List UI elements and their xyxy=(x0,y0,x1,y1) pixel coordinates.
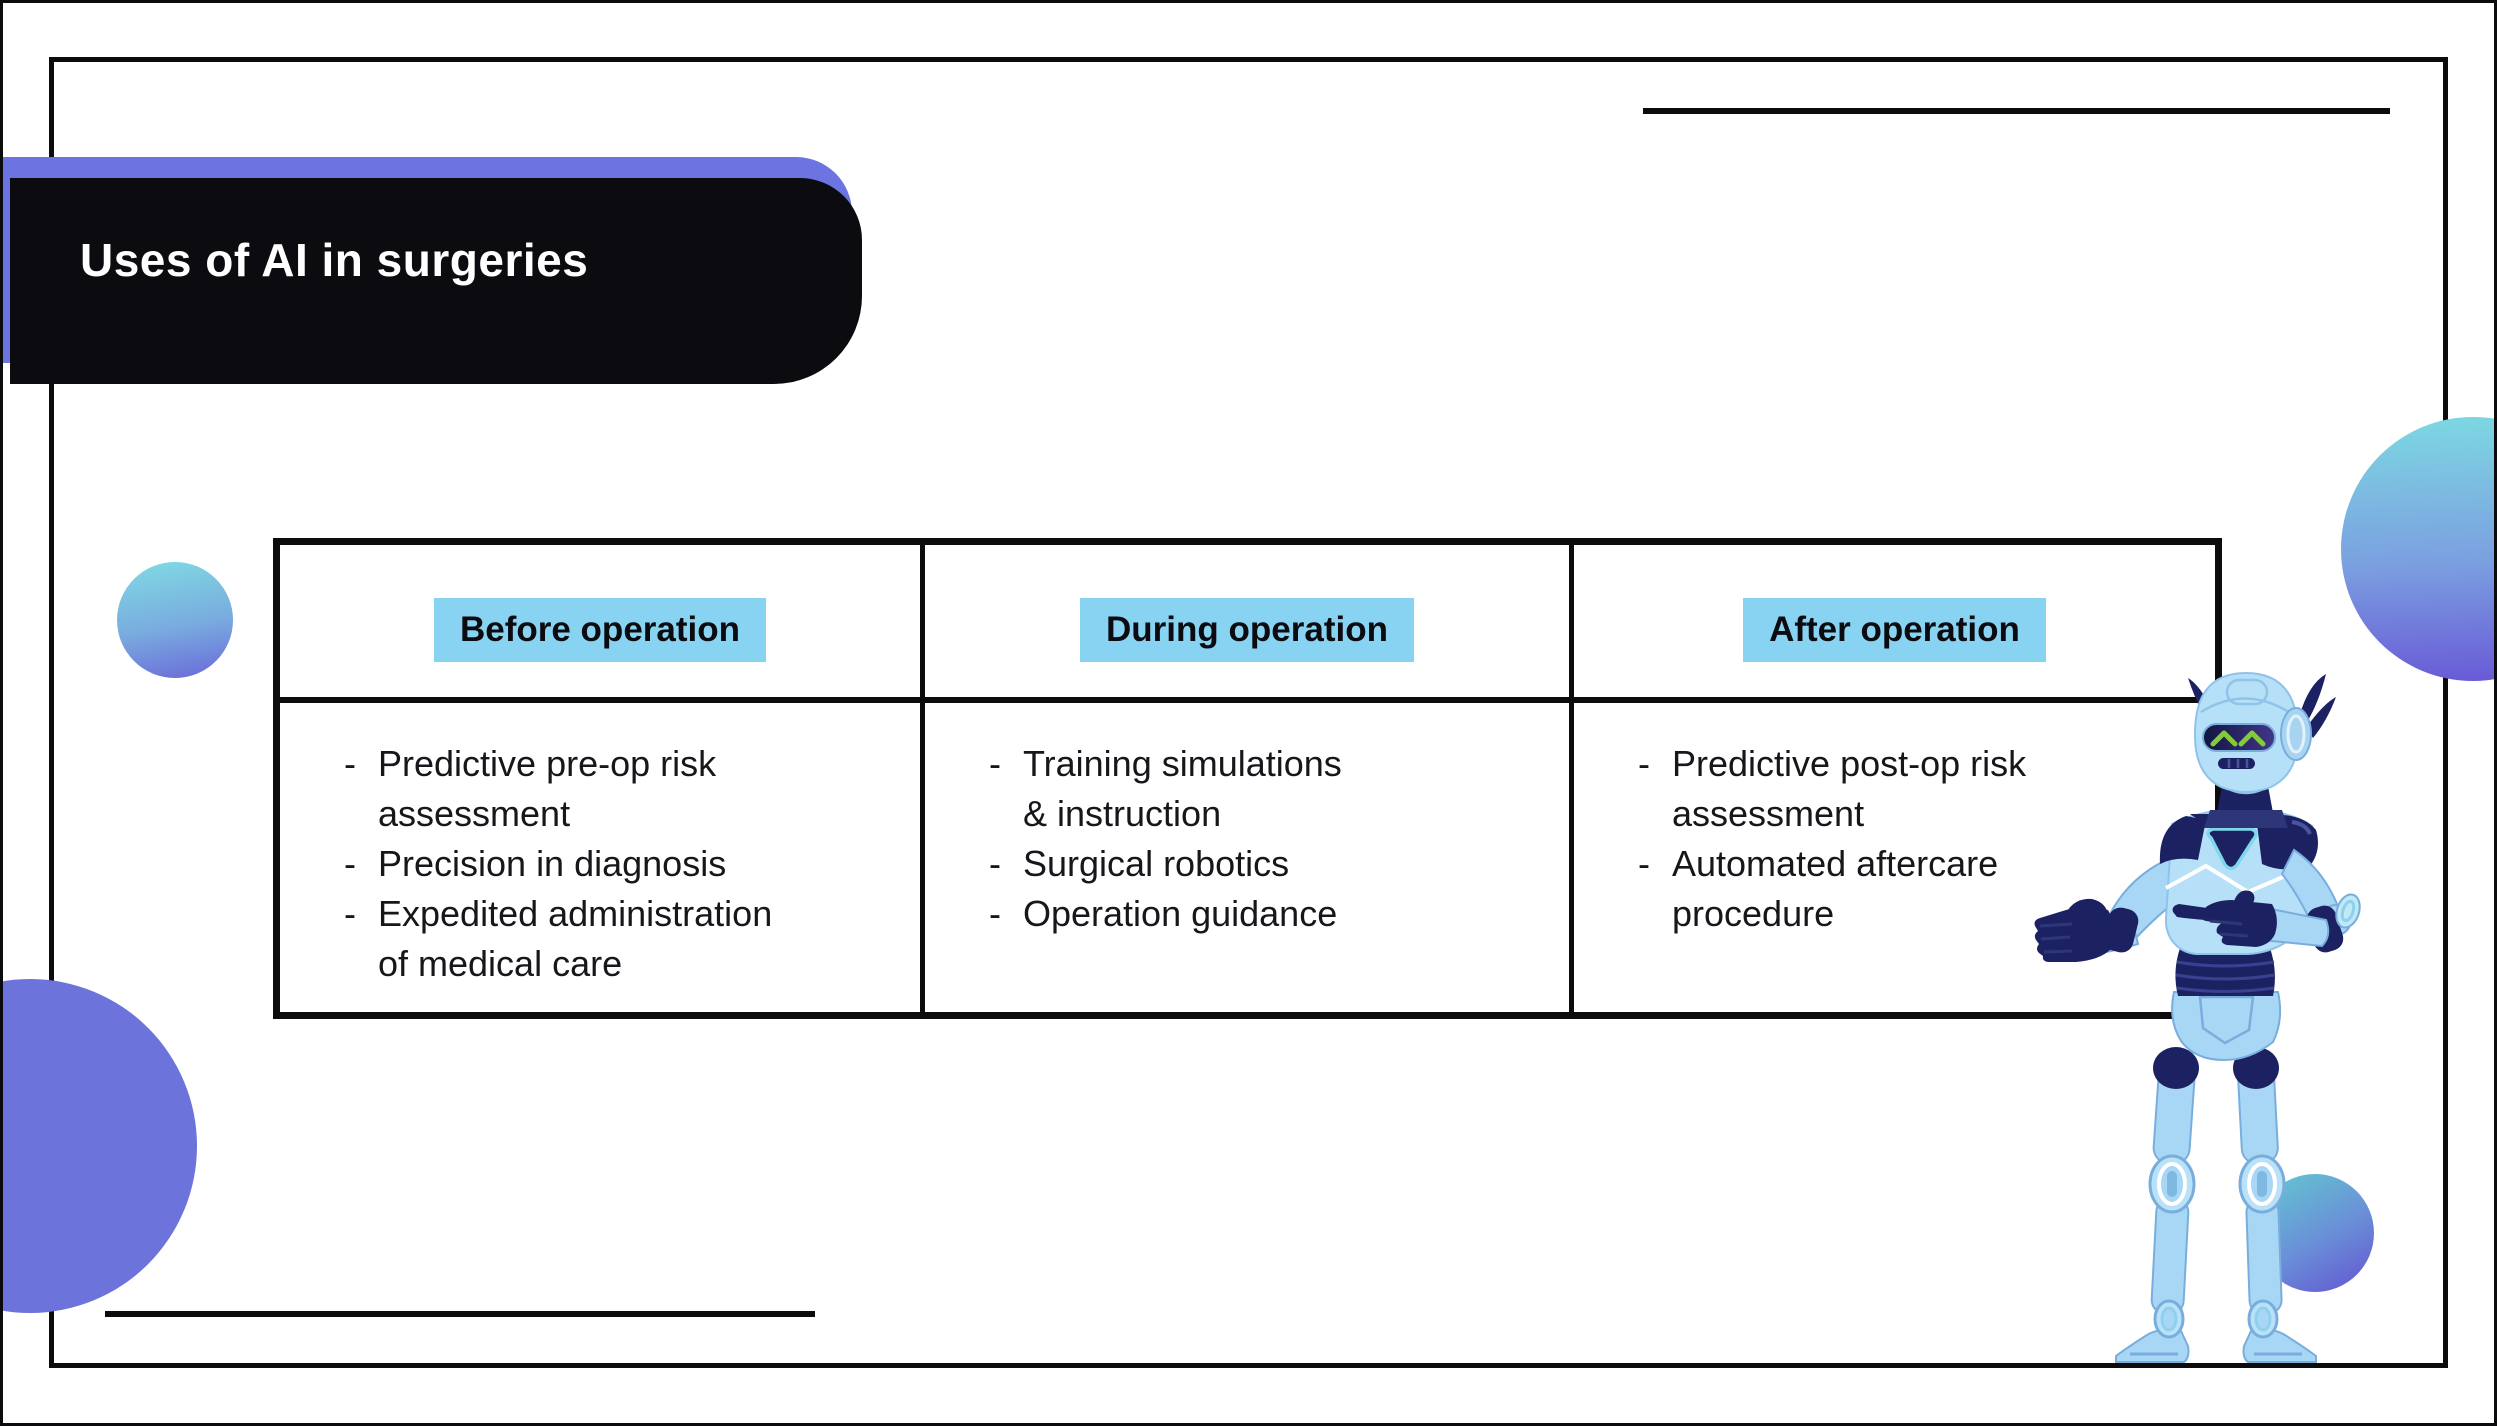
list-item-line: & instruction xyxy=(1023,793,1222,834)
header-chip-after: After operation xyxy=(1743,598,2046,662)
list-item: -Surgical robotics xyxy=(989,839,1553,889)
list-item: -Operation guidance xyxy=(989,889,1553,939)
table-column-after: After operation -Predictive post-op risk… xyxy=(1574,545,2215,1012)
list-item-line: Expedited administration xyxy=(378,893,773,934)
table-body-cell: -Training simulations & instruction -Sur… xyxy=(925,703,1569,1012)
list-item-line: assessment xyxy=(1672,793,1865,834)
page-title: Uses of AI in surgeries xyxy=(80,234,589,286)
bullet-dash: - xyxy=(989,843,1001,884)
bullet-dash: - xyxy=(1638,743,1650,784)
bullet-indent xyxy=(1638,889,1672,939)
list-item: -Predictive post-op risk assessment xyxy=(1638,739,2199,839)
bottom-left-rule xyxy=(105,1311,815,1317)
list-item-line: Training simulations xyxy=(1023,743,1342,784)
table-header-cell: After operation xyxy=(1574,545,2215,703)
bullet-indent xyxy=(344,789,378,839)
bullet-dash: - xyxy=(344,843,356,884)
table-header-cell: Before operation xyxy=(280,545,920,703)
robot-legs xyxy=(2115,1047,2317,1363)
bullet-indent xyxy=(989,789,1023,839)
robot-hips xyxy=(2171,991,2282,1062)
uses-table: Before operation -Predictive pre-op risk… xyxy=(273,538,2222,1019)
header-chip-before: Before operation xyxy=(433,598,767,662)
list-item-line: Surgical robotics xyxy=(1023,843,1290,884)
list-item-line: of medical care xyxy=(378,943,623,984)
robot-waist xyxy=(2175,948,2276,996)
robot-bent-arm xyxy=(2172,848,2361,953)
list-item-line: Operation guidance xyxy=(1023,893,1338,934)
list-item: -Precision in diagnosis xyxy=(344,839,904,889)
table-body-cell: -Predictive pre-op risk assessment -Prec… xyxy=(280,703,920,1012)
bullet-dash: - xyxy=(344,893,356,934)
bullet-indent xyxy=(344,939,378,989)
table-body-cell: -Predictive post-op risk assessment -Aut… xyxy=(1574,703,2215,1012)
table-column-before: Before operation -Predictive pre-op risk… xyxy=(280,545,925,1012)
list-item: -Expedited administration of medical car… xyxy=(344,889,904,989)
list-item-line: Predictive pre-op risk xyxy=(378,743,717,784)
table-header-cell: During operation xyxy=(925,545,1569,703)
decor-gradient-circle-left xyxy=(117,562,233,678)
bullet-dash: - xyxy=(989,743,1001,784)
header-chip-during: During operation xyxy=(1080,598,1414,662)
robot-head xyxy=(2188,671,2336,828)
list-item: -Training simulations & instruction xyxy=(989,739,1553,839)
robot-eye-right xyxy=(2238,730,2266,747)
bullet-dash: - xyxy=(344,743,356,784)
list-item-line: Precision in diagnosis xyxy=(378,843,727,884)
robot-illustration xyxy=(2034,671,2361,1363)
list-item-line: assessment xyxy=(378,793,571,834)
list-item-line: procedure xyxy=(1672,893,1835,934)
list-item: -Predictive pre-op risk assessment xyxy=(344,739,904,839)
inner-frame-border xyxy=(49,57,2448,1368)
list-item-line: Predictive post-op risk xyxy=(1672,743,2027,784)
list-item-line: Automated aftercare xyxy=(1672,843,1999,884)
list-item: -Automated aftercare procedure xyxy=(1638,839,2199,939)
title-banner: Uses of AI in surgeries xyxy=(0,157,852,363)
robot-eye-left xyxy=(2210,730,2238,747)
table-column-during: During operation -Training simulations &… xyxy=(925,545,1574,1012)
bullet-dash: - xyxy=(989,893,1001,934)
bullet-indent xyxy=(1638,789,1672,839)
top-right-rule xyxy=(1643,108,2390,114)
bullet-dash: - xyxy=(1638,843,1650,884)
